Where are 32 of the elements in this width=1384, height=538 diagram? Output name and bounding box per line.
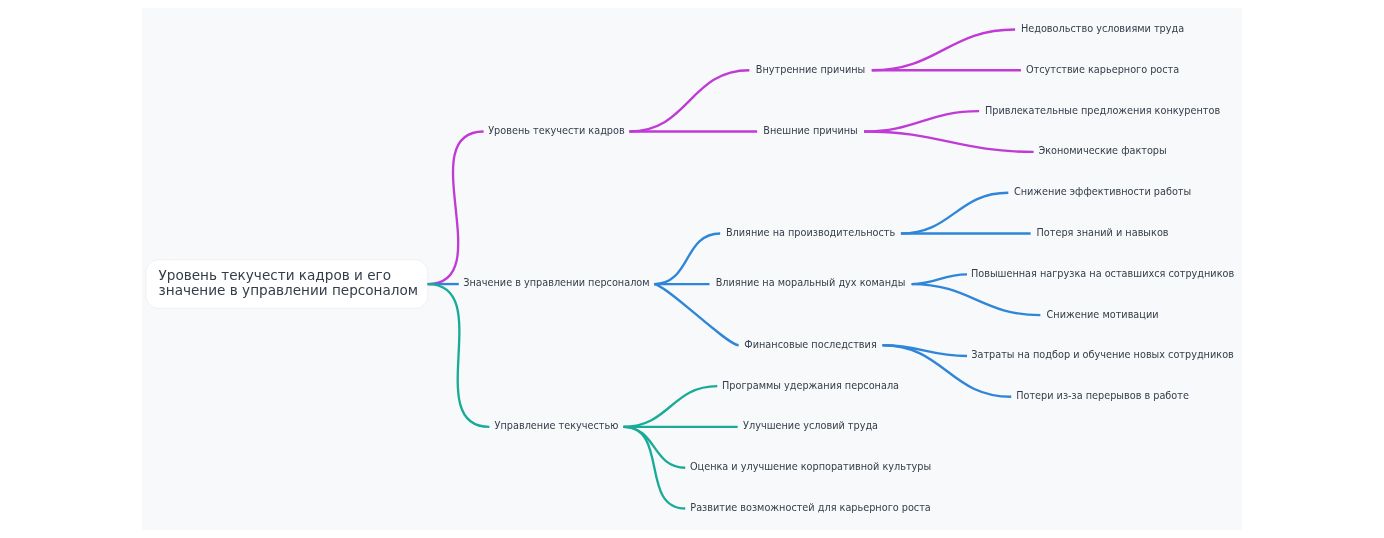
connector — [911, 282, 1041, 317]
node-text: Потери из-за перерывов в работе — [1016, 390, 1189, 402]
node-text: Снижение эффективности работы — [1013, 186, 1192, 198]
node-text: Оценка и улучшение корпоративной культуры — [689, 461, 932, 473]
node-text: Привлекательные предложения конкурентов — [984, 104, 1221, 116]
node-box: Уровень текучести кадров и его значение в управлении персоналом — [145, 259, 429, 309]
node-text: Недовольство условиями труда — [1020, 22, 1185, 34]
connector — [654, 282, 710, 286]
node-text: Внутренние причины — [755, 63, 866, 75]
connector — [900, 232, 1031, 235]
connector — [863, 130, 1034, 154]
node-text: Значение в управлении персоналом — [463, 277, 650, 289]
connector — [871, 69, 1021, 72]
node-text: Затраты на подбор и обучение новых сотрудников — [971, 349, 1234, 361]
node-text: Внешние причины — [763, 124, 858, 136]
node-text: Влияние на моральный дух команды — [715, 277, 906, 289]
node-text: Снижение мотивации — [1046, 308, 1159, 320]
node-text: Развитие возможностей для карьерного роста — [690, 501, 931, 513]
connector — [629, 130, 758, 133]
connector — [623, 425, 686, 510]
node-text: Улучшение условий труда — [743, 420, 879, 432]
node-text: Программы удержания персонала — [722, 379, 900, 391]
connector — [653, 282, 739, 347]
node-text: Финансовые последствия — [744, 338, 877, 350]
node-text: Уровень текучести кадров — [488, 124, 625, 136]
node-text: Экономические факторы — [1038, 145, 1167, 157]
node-text: Отсутствие карьерного роста — [1025, 63, 1180, 75]
node-text: Потеря знаний и навыков — [1036, 226, 1169, 238]
connector — [882, 344, 1012, 398]
node-text: Управление текучестью — [494, 420, 619, 432]
node-text: Повышенная нагрузка на оставшихся сотрудников — [970, 267, 1235, 279]
node-text: Влияние на производительность — [725, 226, 896, 238]
